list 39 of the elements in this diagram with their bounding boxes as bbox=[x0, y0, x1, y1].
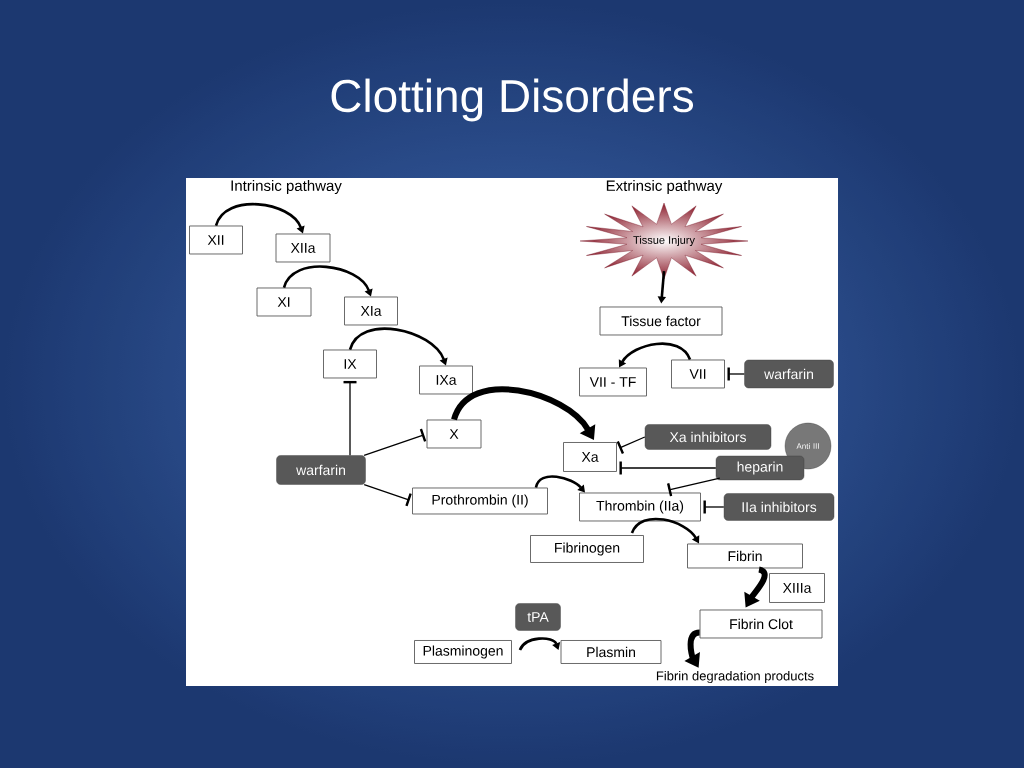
pathway-heading: Intrinsic pathway bbox=[231, 180, 342, 194]
factor-box: VII bbox=[671, 359, 725, 389]
inhibition-line bbox=[363, 484, 412, 507]
drug-box: IIa inhibitors bbox=[723, 493, 835, 521]
factor-box: Fibrinogen bbox=[530, 535, 644, 563]
drug-box: tPA bbox=[515, 603, 561, 631]
factor-box: Prothrombin (II) bbox=[412, 487, 548, 515]
factor-box: Plasminogen bbox=[414, 640, 512, 664]
factor-box: Thrombin (IIa) bbox=[579, 492, 701, 522]
inhibition-line bbox=[727, 367, 745, 381]
factor-box: XI bbox=[256, 287, 312, 317]
inhibition-line bbox=[619, 461, 717, 475]
factor-box: Xa bbox=[563, 442, 617, 472]
node-text: Fibrin degradation products bbox=[656, 670, 814, 684]
factor-box: IXa bbox=[419, 365, 473, 395]
drug-box: Xa inhibitors bbox=[644, 424, 772, 450]
factor-box: IX bbox=[323, 349, 377, 379]
factor-box: XII bbox=[189, 225, 243, 255]
factor-box: Plasmin bbox=[560, 640, 662, 664]
inhibition-line bbox=[616, 436, 646, 454]
arrow bbox=[451, 386, 596, 440]
factor-box: X bbox=[426, 419, 482, 449]
factor-box: XIIa bbox=[275, 233, 331, 263]
factor-box: XIa bbox=[344, 296, 398, 326]
drug-box: heparin bbox=[715, 455, 805, 481]
drug-box: warfarin bbox=[744, 359, 834, 389]
factor-box: XIIIa bbox=[769, 573, 825, 603]
factor-box: Fibrin Clot bbox=[699, 609, 823, 639]
drug-box: warfarin bbox=[276, 455, 366, 485]
inhibition-line bbox=[343, 380, 357, 456]
inhibition-line bbox=[667, 477, 721, 497]
arrow bbox=[518, 637, 561, 651]
factor-box: Tissue factor bbox=[599, 306, 723, 336]
factor-box: VII - TF bbox=[579, 367, 647, 397]
inhibition-line bbox=[703, 500, 725, 514]
title: Clotting Disorders bbox=[331, 78, 694, 122]
starburst: Tissue Injury bbox=[579, 202, 749, 280]
factor-box: Fibrin bbox=[687, 543, 803, 569]
inhibition-line bbox=[363, 428, 427, 456]
